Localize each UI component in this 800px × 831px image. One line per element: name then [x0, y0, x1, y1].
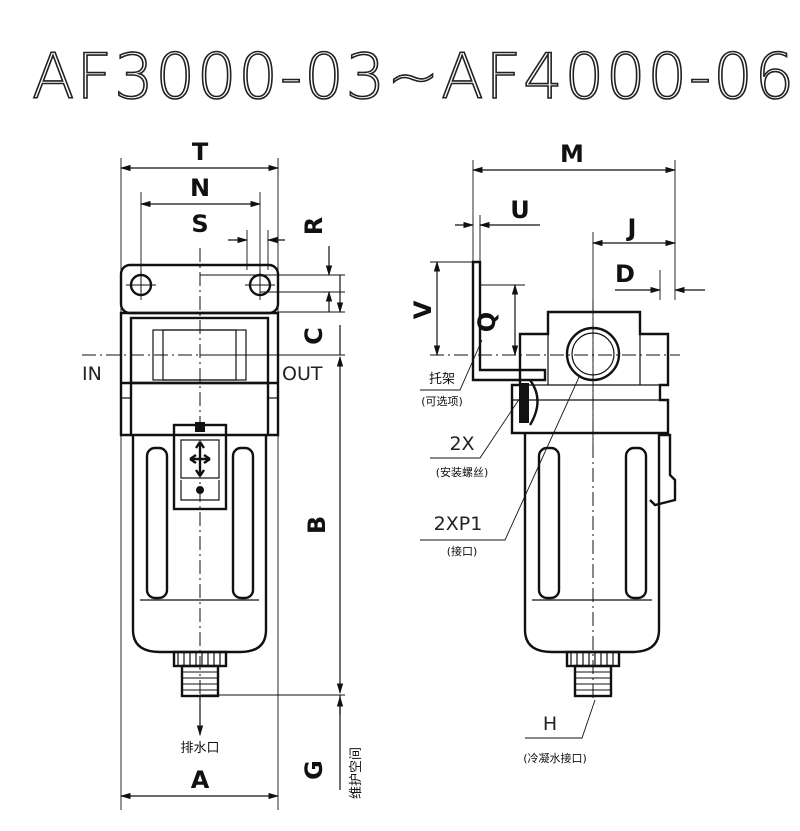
dim-M: M	[560, 140, 584, 168]
dim-B: B	[303, 516, 331, 534]
label-screw-count: 2X	[449, 433, 474, 455]
drawing-title: AF3000-03~AF4000-06	[32, 40, 796, 113]
side-bowl	[523, 433, 661, 654]
dim-D: D	[615, 260, 635, 288]
front-view: T N S R C B G 维护空间 A	[82, 138, 364, 810]
dim-U: U	[510, 196, 530, 224]
screw-head	[528, 379, 539, 426]
dim-T: T	[192, 138, 209, 166]
lock-button	[196, 486, 204, 494]
label-out: OUT	[282, 363, 323, 385]
label-bracket: 托架	[429, 372, 455, 387]
dim-R: R	[300, 217, 328, 235]
label-maintenance-space: 维护空间	[349, 747, 364, 799]
label-drain-H: H	[543, 713, 557, 735]
label-screw-note: (安装螺丝)	[436, 465, 489, 479]
inlet-port-circle	[565, 326, 621, 382]
side-bowl-window-left	[537, 446, 561, 600]
dim-C: C	[300, 327, 328, 345]
filter-head	[119, 311, 280, 437]
side-bracket	[471, 260, 547, 382]
side-lock-tab	[649, 433, 677, 507]
side-drain-port	[573, 664, 613, 698]
dim-G: G	[300, 760, 328, 780]
label-in: IN	[82, 363, 102, 385]
label-bracket-optional: (可选项)	[421, 395, 463, 408]
side-bowl-window-right	[624, 446, 648, 600]
dim-Q: Q	[473, 312, 501, 332]
label-drain-outlet: 排水口	[180, 741, 219, 756]
label-condensate-port: (冷凝水接口)	[523, 751, 587, 765]
dim-J: J	[626, 214, 637, 242]
bowl-window-left	[145, 446, 169, 600]
side-view: M U J D V Q	[409, 140, 705, 765]
lock-arrows-icon	[189, 441, 211, 477]
dim-A: A	[191, 766, 210, 794]
dim-S: S	[191, 210, 208, 238]
mounting-screw	[519, 383, 529, 423]
bowl-window-right	[231, 446, 255, 600]
label-port-count: 2XP1	[434, 513, 483, 535]
dim-N: N	[190, 174, 210, 202]
label-port-note: (接口)	[447, 545, 478, 558]
dim-V: V	[409, 300, 437, 319]
